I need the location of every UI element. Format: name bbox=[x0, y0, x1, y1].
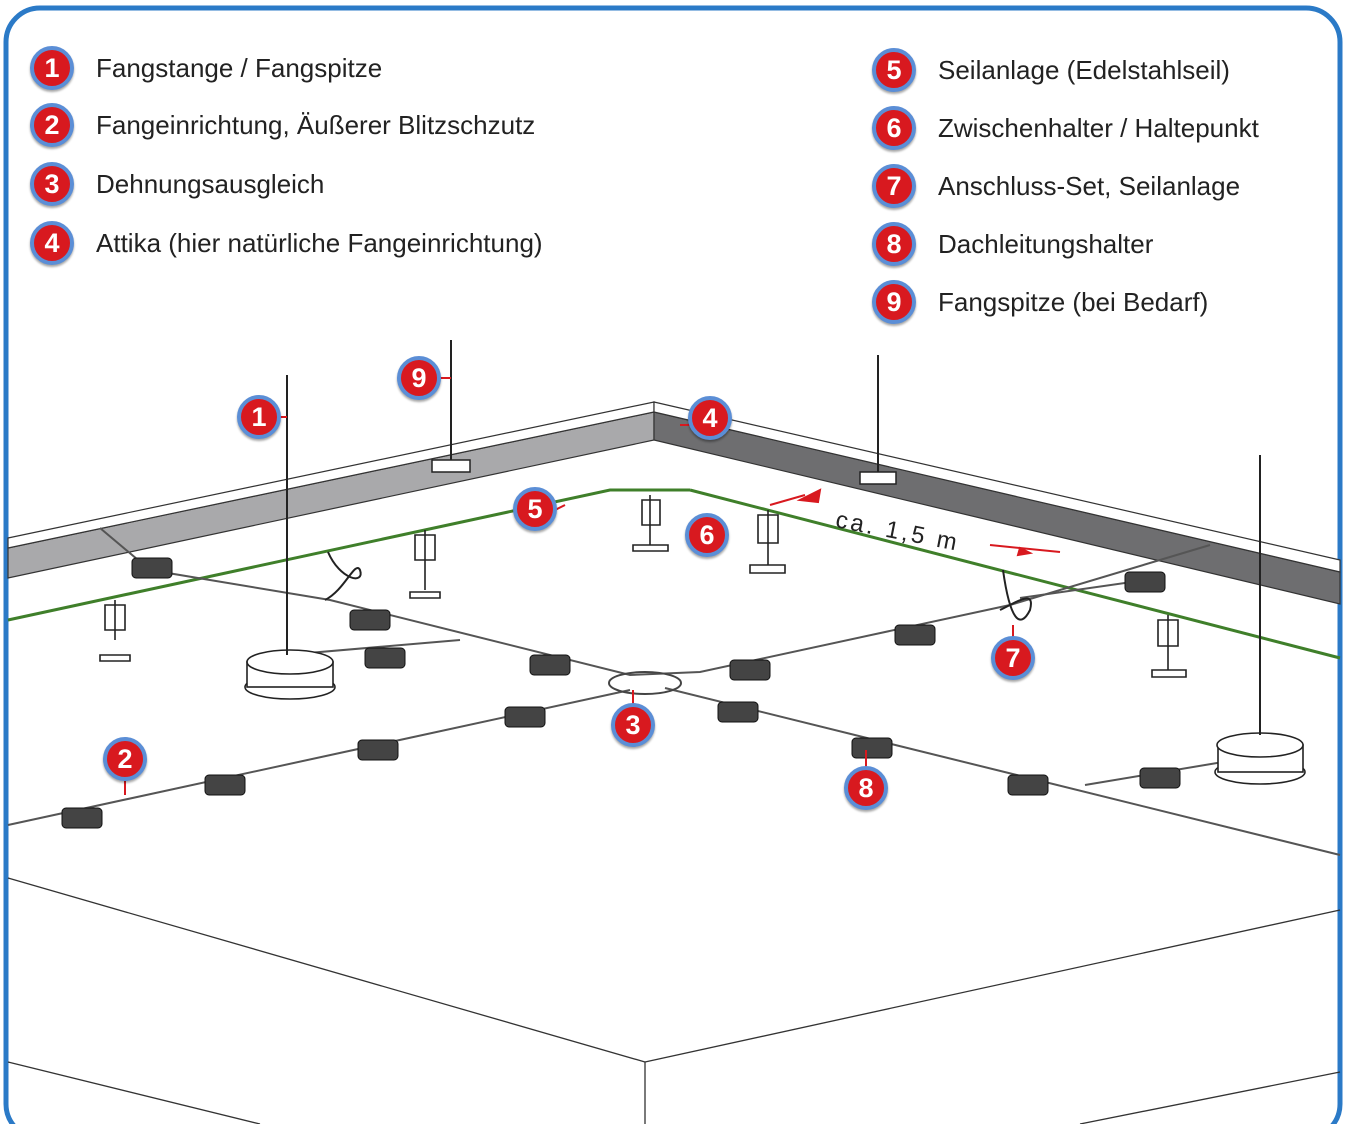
badge-2-icon: 2 bbox=[30, 103, 74, 147]
callout-1-icon: 1 bbox=[237, 395, 281, 439]
badge-4-icon: 4 bbox=[30, 221, 74, 265]
callout-9-icon: 9 bbox=[397, 356, 441, 400]
cable-supports bbox=[99, 495, 1187, 678]
parapet-left-top bbox=[7, 401, 655, 549]
badge-1-icon: 1 bbox=[30, 46, 74, 90]
badge-9-icon: 9 bbox=[872, 280, 916, 324]
badge-8-icon: 8 bbox=[872, 222, 916, 266]
legend-item-4: 4 Attika (hier natürliche Fangeinrichtun… bbox=[30, 221, 543, 265]
callout-6-icon: 6 bbox=[685, 513, 729, 557]
badge-3-icon: 3 bbox=[30, 162, 74, 206]
parapet-clamp-left bbox=[431, 459, 471, 473]
legend-item-6: 6 Zwischenhalter / Haltepunkt bbox=[872, 106, 1259, 150]
legend-label-8: Dachleitungshalter bbox=[938, 228, 1154, 259]
callout-2-icon: 2 bbox=[103, 737, 147, 781]
rod-base-right bbox=[1214, 732, 1306, 785]
badge-7-icon: 7 bbox=[872, 164, 916, 208]
legend-item-5: 5 Seilanlage (Edelstahlseil) bbox=[872, 48, 1230, 92]
legend-item-1: 1 Fangstange / Fangspitze bbox=[30, 46, 382, 90]
parapet-left-face bbox=[7, 411, 655, 579]
building-lower-edge-left bbox=[7, 1061, 261, 1125]
callout-5-icon: 5 bbox=[513, 487, 557, 531]
badge-5-icon: 5 bbox=[872, 48, 916, 92]
connection-set-loop-left bbox=[324, 551, 362, 601]
callout-7-icon: 7 bbox=[991, 636, 1035, 680]
legend-item-9: 9 Fangspitze (bei Bedarf) bbox=[872, 280, 1208, 324]
callout-3-icon: 3 bbox=[611, 703, 655, 747]
parapet-right-top bbox=[653, 401, 1341, 573]
legend-label-3: Dehnungsausgleich bbox=[96, 168, 325, 199]
legend-label-9: Fangspitze (bei Bedarf) bbox=[938, 286, 1209, 317]
dimension-markers bbox=[769, 488, 1061, 557]
expansion-loop bbox=[608, 671, 682, 695]
legend-label-7: Anschluss-Set, Seilanlage bbox=[938, 170, 1241, 201]
building-top-edge-left bbox=[7, 877, 646, 1063]
roof-conductor-holders bbox=[61, 557, 1181, 829]
badge-6-icon: 6 bbox=[872, 106, 916, 150]
rod-base-left bbox=[244, 649, 336, 700]
building-lower-edge-right bbox=[1079, 1071, 1341, 1125]
steel-cable-right bbox=[689, 488, 1341, 660]
building-top-edge-right bbox=[644, 909, 1341, 1063]
legend-item-3: 3 Dehnungsausgleich bbox=[30, 162, 324, 206]
legend-label-4: Attika (hier natürliche Fangeinrichtung) bbox=[96, 227, 543, 258]
legend-label-5: Seilanlage (Edelstahlseil) bbox=[938, 54, 1230, 85]
steel-cable-left bbox=[7, 488, 690, 622]
lightning-rods bbox=[286, 340, 1261, 735]
legend-item-7: 7 Anschluss-Set, Seilanlage bbox=[872, 164, 1240, 208]
legend-label-1: Fangstange / Fangspitze bbox=[96, 52, 383, 83]
callout-4-icon: 4 bbox=[688, 396, 732, 440]
connection-set-loop bbox=[999, 569, 1032, 621]
legend-item-8: 8 Dachleitungshalter bbox=[872, 222, 1153, 266]
legend-label-2: Fangeinrichtung, Äußerer Blitzschzutz bbox=[96, 109, 536, 140]
legend-item-2: 2 Fangeinrichtung, Äußerer Blitzschzutz bbox=[30, 103, 535, 147]
parapet-clamp-right bbox=[859, 471, 897, 485]
callout-8-icon: 8 bbox=[844, 766, 888, 810]
legend-label-6: Zwischenhalter / Haltepunkt bbox=[938, 112, 1259, 143]
